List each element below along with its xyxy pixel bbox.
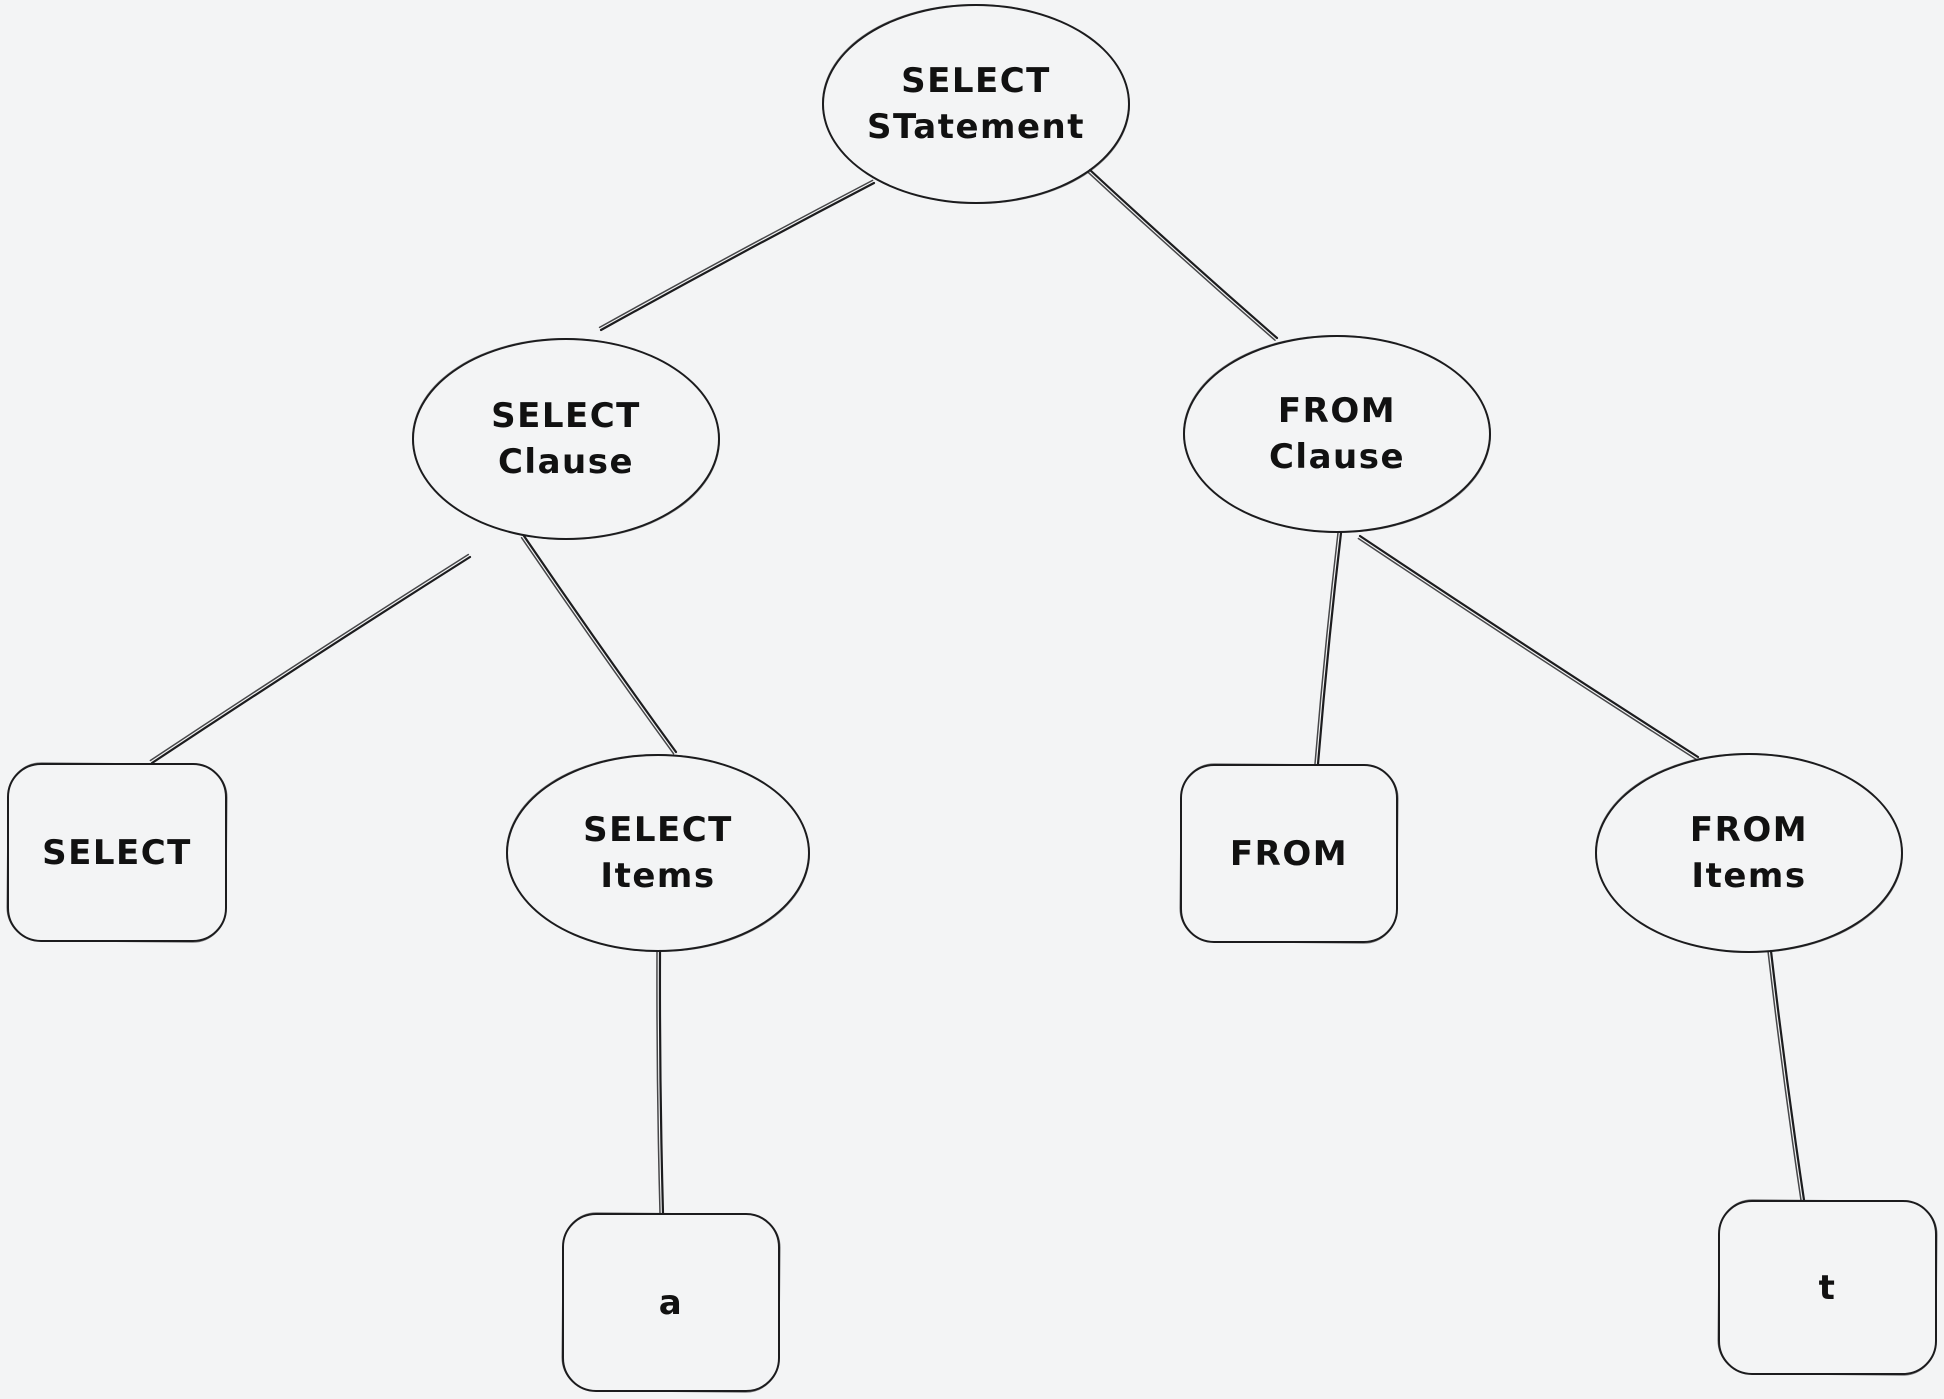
node-from-items[interactable]: FROM Items bbox=[1595, 753, 1903, 953]
node-from-items-label-line2: Items bbox=[1691, 856, 1807, 896]
node-select-statement-label-line1: SELECT bbox=[901, 61, 1051, 101]
node-from-clause[interactable]: FROM Clause bbox=[1183, 335, 1491, 533]
node-select-items-label-line2: Items bbox=[600, 856, 716, 896]
edge-select-statement-from-clause bbox=[1088, 168, 1279, 340]
edge-select-statement-select-clause bbox=[598, 179, 874, 329]
node-item-a[interactable]: a bbox=[562, 1213, 780, 1392]
node-table-t-label: t bbox=[1818, 1267, 1837, 1308]
edge-select-items-item-a bbox=[656, 950, 661, 1214]
node-select-clause[interactable]: SELECT Clause bbox=[412, 338, 720, 540]
node-select-keyword[interactable]: SELECT bbox=[7, 763, 227, 942]
edge-select-items-item-a bbox=[658, 949, 665, 1215]
edge-select-statement-from-clause bbox=[1087, 171, 1276, 341]
edge-select-clause-select-keyword bbox=[149, 553, 470, 762]
node-from-items-label-line1: FROM bbox=[1689, 810, 1809, 850]
node-select-statement-label-line2: STatement bbox=[867, 107, 1085, 147]
edge-from-items-table-t bbox=[1767, 950, 1802, 1202]
node-from-keyword[interactable]: FROM bbox=[1180, 764, 1398, 943]
node-select-clause-label-line2: Clause bbox=[497, 442, 635, 482]
edge-select-clause-select-keyword bbox=[150, 555, 472, 765]
node-select-keyword-label: SELECT bbox=[42, 832, 192, 873]
edge-from-clause-from-keyword bbox=[1316, 531, 1343, 766]
node-from-clause-label-line1: FROM bbox=[1277, 391, 1397, 431]
node-select-items-label-line1: SELECT bbox=[583, 810, 733, 850]
edge-select-clause-select-items bbox=[520, 536, 675, 755]
node-select-clause-label-line1: SELECT bbox=[491, 396, 641, 436]
edge-from-items-table-t bbox=[1769, 949, 1806, 1202]
node-from-clause-label-line2: Clause bbox=[1268, 437, 1406, 477]
node-select-statement[interactable]: SELECT STatement bbox=[822, 4, 1130, 204]
node-table-t[interactable]: t bbox=[1718, 1200, 1937, 1375]
edge-from-clause-from-keyword bbox=[1314, 531, 1339, 765]
edge-select-statement-select-clause bbox=[599, 181, 876, 332]
edge-from-clause-from-items bbox=[1357, 537, 1698, 761]
node-select-items[interactable]: SELECT Items bbox=[506, 754, 810, 952]
edge-select-clause-select-items bbox=[522, 534, 678, 754]
node-from-keyword-label: FROM bbox=[1229, 833, 1349, 874]
node-item-a-label: a bbox=[658, 1282, 684, 1323]
edge-from-clause-from-items bbox=[1358, 534, 1700, 759]
